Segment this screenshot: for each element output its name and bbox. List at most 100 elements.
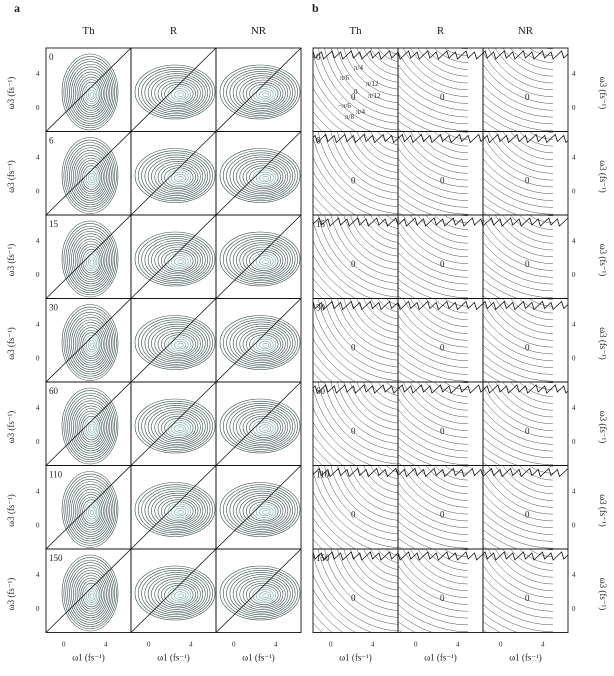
phase-contour	[363, 298, 398, 327]
contour-line	[144, 572, 209, 616]
phase-contour	[313, 171, 357, 215]
contour-line	[84, 334, 99, 355]
phase-contour	[398, 353, 469, 382]
contour-line	[65, 559, 116, 627]
phase-contour	[337, 215, 398, 270]
phase-contour	[324, 549, 398, 618]
contour-line	[87, 256, 96, 267]
contour-line	[151, 576, 204, 612]
phase-contour	[317, 131, 398, 207]
phase-contour	[398, 147, 469, 188]
phase-contour	[462, 175, 468, 182]
phase-contour	[483, 445, 519, 466]
phase-contour	[417, 298, 469, 327]
contour-line	[177, 92, 184, 98]
contour-line	[242, 79, 284, 108]
row-label-right: 150	[316, 553, 330, 563]
phase-contour	[398, 111, 434, 132]
y-axis-label-right: ω3 (fs⁻¹)	[598, 411, 608, 444]
phase-wrap-band	[398, 384, 483, 394]
phase-contour	[337, 48, 398, 103]
row-label-right: 15	[316, 219, 326, 229]
phase-wrap-band	[398, 300, 483, 311]
contour-line	[63, 306, 117, 379]
phase-contour	[502, 131, 554, 160]
phase-contour	[402, 215, 469, 258]
contour-line	[157, 163, 199, 191]
contour-line	[65, 392, 116, 460]
phase-wrap-band	[313, 467, 398, 478]
contour-line	[137, 233, 213, 285]
phase-wrap-band	[483, 300, 568, 311]
spectrum-contour-panel	[45, 47, 132, 132]
diagonal-line	[45, 298, 132, 383]
contour-line	[255, 255, 274, 268]
contour-line	[252, 587, 277, 604]
contour-line	[177, 343, 184, 348]
phase-contour	[398, 158, 469, 195]
phase-contour	[398, 445, 434, 466]
contour-line	[134, 148, 216, 203]
phase-contour	[356, 382, 398, 417]
phase-zero-label: 0	[440, 426, 445, 436]
contour-line	[229, 321, 294, 365]
diagonal-line	[45, 381, 132, 466]
phase-contour	[404, 342, 553, 506]
phase-contour	[313, 194, 333, 215]
contour-line	[262, 510, 269, 515]
contour-line	[141, 235, 211, 283]
phase-annotation: π/4	[356, 108, 365, 116]
contour-line	[87, 173, 96, 184]
y-tick-right: 4	[572, 237, 576, 245]
phase-contour	[547, 342, 553, 349]
contour-line	[84, 418, 99, 439]
phase-contour	[370, 131, 398, 153]
phase-annotation: π/6	[340, 74, 349, 82]
contour-line	[67, 562, 114, 625]
phase-contour	[398, 287, 417, 299]
contour-line	[157, 497, 199, 525]
phase-map-panel	[397, 92, 484, 216]
y-axis-label-right: ω3 (fs⁻¹)	[598, 494, 608, 527]
phase-annotation: 0	[354, 88, 358, 96]
phase-contour	[459, 465, 469, 467]
x-axis-label: ω1 (fs⁻¹)	[157, 653, 190, 663]
phase-wrap-band	[313, 551, 398, 561]
diagonal-line	[130, 131, 217, 216]
phase-annotation: π/12	[368, 92, 381, 100]
phase-contour	[462, 92, 468, 99]
phase-contour	[313, 548, 314, 549]
phase-contour	[324, 131, 398, 201]
phase-contour	[398, 314, 469, 355]
contour-line	[157, 79, 199, 108]
phase-contour	[410, 131, 469, 167]
contour-line	[242, 580, 284, 609]
phase-contour	[544, 465, 554, 467]
phase-contour	[529, 48, 554, 56]
phase-contour	[417, 92, 553, 242]
phase-contour	[434, 298, 469, 314]
spectrum-contour-panel	[130, 47, 217, 132]
column-header-right: R	[437, 25, 445, 37]
contour-line	[147, 240, 206, 280]
contour-line	[239, 495, 286, 527]
contour-line	[147, 574, 206, 614]
y-tick-left: 4	[36, 488, 40, 496]
contour-line	[259, 340, 272, 350]
phase-contour	[417, 215, 469, 244]
contour-line	[69, 397, 112, 456]
contour-line	[86, 170, 98, 186]
phase-contour	[398, 370, 417, 382]
contour-line	[72, 152, 109, 201]
phase-contour	[483, 84, 554, 118]
x-tick: 0	[329, 641, 333, 649]
phase-contour	[313, 421, 357, 466]
row-label-left: 15	[49, 219, 59, 229]
phase-contour	[313, 183, 344, 215]
phase-contour	[483, 408, 554, 445]
phase-contour	[483, 51, 554, 97]
y-tick-left: 0	[36, 438, 40, 446]
phase-contour	[417, 426, 553, 576]
phase-contour	[313, 240, 373, 299]
contour-line	[78, 243, 104, 278]
